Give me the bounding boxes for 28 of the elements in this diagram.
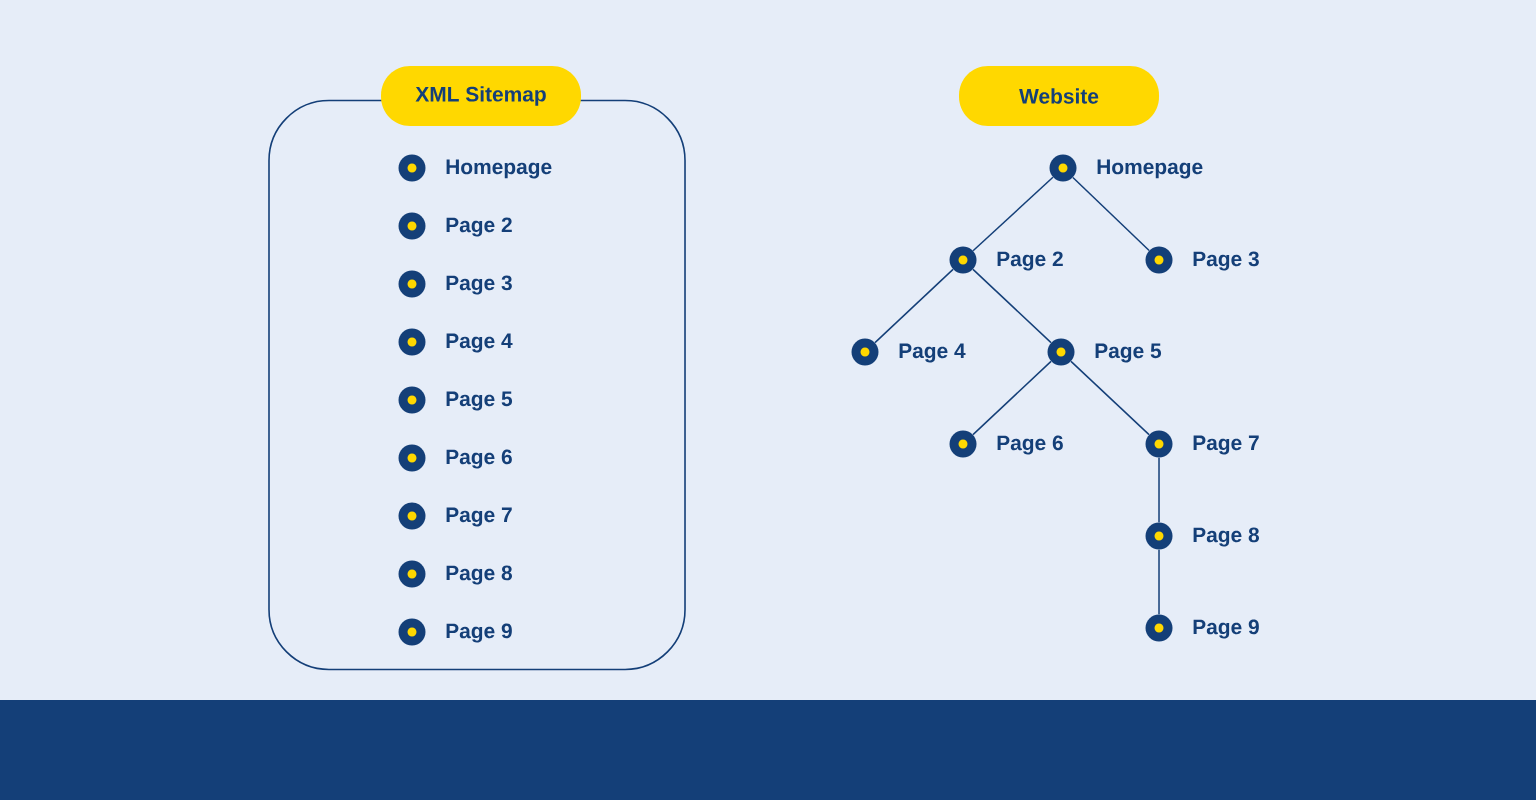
heading-pill: Website <box>959 66 1159 126</box>
connector-line <box>1158 456 1160 524</box>
page-label: Page 6 <box>446 449 512 469</box>
page-label: Page 7 <box>1193 435 1259 455</box>
page-label: Homepage <box>1097 159 1203 179</box>
page-label: Page 2 <box>997 251 1063 271</box>
page-label: Page 9 <box>1193 619 1259 639</box>
page-label: Page 7 <box>446 507 512 527</box>
page-label: Page 8 <box>446 565 512 585</box>
page-label: Page 2 <box>446 217 512 237</box>
page-label: Page 5 <box>1095 343 1162 363</box>
connector-line <box>1070 360 1150 436</box>
connector-line <box>972 176 1054 252</box>
page-label: Page 9 <box>446 623 512 643</box>
connector-line <box>972 360 1052 436</box>
page-label: Page 5 <box>446 391 513 411</box>
heading-pill: XML Sitemap <box>381 66 581 126</box>
connector-line <box>1072 176 1150 252</box>
connector-line <box>1158 548 1160 616</box>
page-label: Page 6 <box>997 435 1063 455</box>
page-label: Page 4 <box>899 343 966 363</box>
connector-line <box>874 268 954 344</box>
page-label: Page 8 <box>1193 527 1259 547</box>
page-label: Page 3 <box>446 275 512 295</box>
page-label: Page 3 <box>1193 251 1259 271</box>
page-label: Page 4 <box>446 333 513 353</box>
connector-line <box>972 268 1052 344</box>
page-label: Homepage <box>446 159 552 179</box>
